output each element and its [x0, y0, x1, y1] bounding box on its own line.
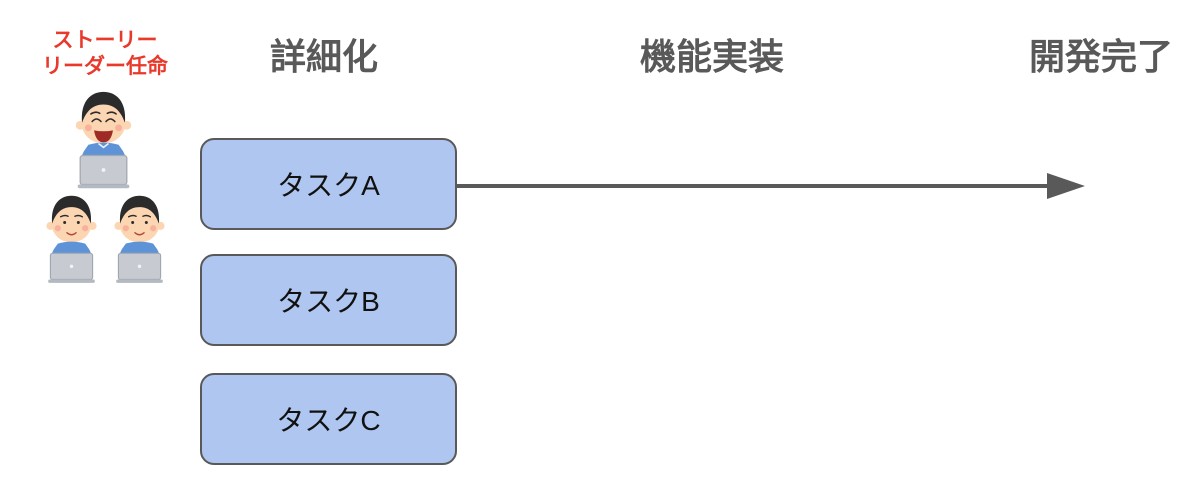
task-c-label: タスクC [276, 405, 381, 436]
task-b-label: タスクB [277, 286, 380, 317]
stage-header-complete: 開発完了 [1028, 36, 1174, 77]
story-leader-annotation-line1: ストーリー [52, 29, 158, 52]
stage-header-implementation: 機能実装 [639, 36, 785, 77]
person-with-laptop-icon [74, 91, 133, 190]
task-box-a: タスクA [200, 138, 457, 230]
story-leader-annotation-line2: リーダー任命 [42, 55, 168, 79]
stage-header-detailing: 詳細化 [269, 36, 379, 77]
person-with-laptop-icon [113, 194, 166, 284]
person-with-laptop-icon [45, 194, 98, 284]
story-leader-annotation: ストーリー リーダー任命 [42, 28, 168, 81]
team-illustration [45, 91, 166, 284]
task-a-label: タスクA [277, 170, 380, 201]
task-a-progress-arrow [455, 173, 1085, 199]
task-box-c: タスクC [200, 373, 457, 465]
task-box-b: タスクB [200, 254, 457, 346]
